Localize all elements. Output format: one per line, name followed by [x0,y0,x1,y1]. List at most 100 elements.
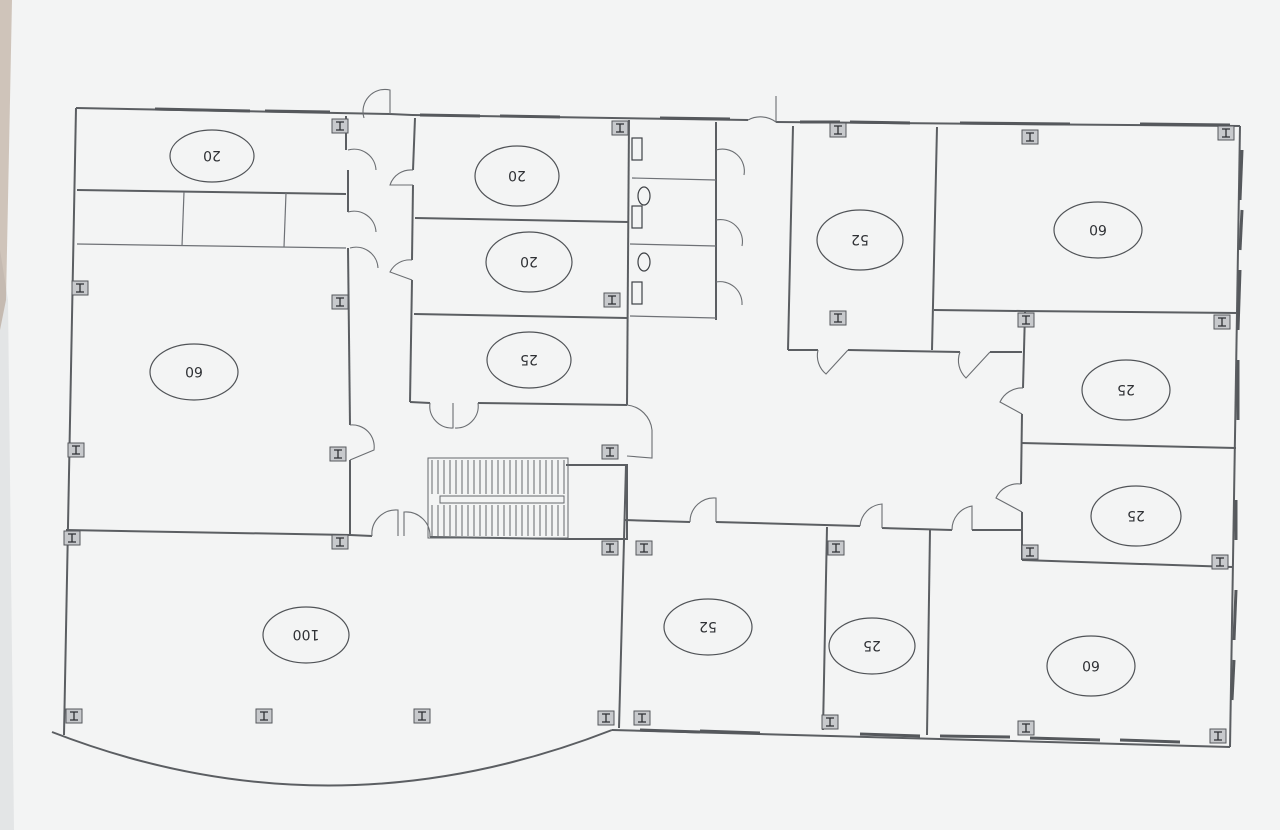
window-mark [154,107,251,113]
room-oval [1053,201,1143,259]
room-area-label: 52 [699,618,717,634]
column-icon [611,120,629,136]
column-icon [67,442,85,458]
column-icon [1217,125,1235,141]
room-area-label: 60 [1089,221,1107,237]
room-area-label: 52 [851,231,869,247]
west-block-walls [65,113,413,536]
column-icon [1017,720,1035,736]
column-icon [1213,314,1231,330]
room-area-tag: 25 [1081,359,1171,421]
east-block-walls [618,125,1239,736]
column-icon [635,540,653,556]
windows [154,107,1244,744]
column-icon [331,118,349,134]
sink-icon [631,137,643,161]
window-mark [1238,209,1244,251]
column-icon [829,310,847,326]
room-area-tag: 52 [816,209,904,271]
room-area-tag: 20 [169,129,255,183]
column-icon [827,540,845,556]
paper-shadow [0,0,12,330]
sanitary-fixtures [631,137,651,305]
window-mark [419,113,481,118]
stair-core [349,457,628,540]
structural-columns [63,118,1235,744]
column-icon [1021,544,1039,560]
column-icon [597,710,615,726]
room-area-tag: 60 [149,343,239,401]
column-icon [1021,129,1039,145]
column-icon [331,534,349,550]
window-mark [699,729,761,735]
toilet-icon [637,252,651,272]
room-area-tag: 25 [1090,485,1182,547]
room-area-tag: 100 [262,606,350,664]
window-mark [939,734,1011,739]
window-mark [1230,659,1236,701]
room-area-label: 20 [203,147,221,163]
room-oval [828,617,916,675]
column-icon [1209,728,1227,744]
room-oval [262,606,350,664]
room-area-label: 100 [293,626,320,642]
room-oval [169,129,255,183]
doors [347,88,1024,538]
column-icon [821,714,839,730]
room-area-label: 25 [1117,381,1135,397]
column-icon [1017,312,1035,328]
column-icon [603,292,621,308]
column-icon [331,294,349,310]
room-area-tag: 25 [486,331,572,389]
column-icon [65,708,83,724]
column-icon [601,540,619,556]
window-mark [264,109,331,114]
sink-icon [631,205,643,229]
room-area-tag: 60 [1053,201,1143,259]
window-mark [1236,269,1242,331]
column-icon [329,446,347,462]
room-oval [149,343,239,401]
column-icon [633,710,651,726]
room-oval [1046,635,1136,697]
toilet-icon [637,186,651,206]
column-icon [829,122,847,138]
room-area-tag: 60 [1046,635,1136,697]
sink-icon [631,281,643,305]
room-area-label: 20 [520,253,538,269]
column-icon [601,444,619,460]
room-oval [1090,485,1182,547]
window-mark [1029,736,1101,742]
column-icon [71,280,89,296]
room-area-tag: 52 [663,598,753,656]
column-icon [1211,554,1229,570]
window-mark [959,121,1071,126]
room-oval [816,209,904,271]
room-area-label: 25 [520,351,538,367]
column-icon [63,530,81,546]
column-icon [413,708,431,724]
window-mark [1238,149,1244,201]
window-mark [1119,738,1181,744]
room-oval [1081,359,1171,421]
central-block-walls [409,117,717,406]
room-oval [486,331,572,389]
stair-steps [431,460,565,536]
room-oval [485,231,573,293]
room-area-label: 25 [863,637,881,653]
room-area-tag: 25 [828,617,916,675]
column-icon [255,708,273,724]
room-oval [474,145,560,207]
room-area-label: 60 [1082,657,1100,673]
window-mark [499,114,561,119]
room-area-label: 60 [185,363,203,379]
room-oval [663,598,753,656]
window-mark [849,120,911,125]
window-mark [659,116,731,121]
room-area-label: 25 [1127,507,1145,523]
window-mark [1139,122,1231,127]
window-mark [639,728,701,734]
